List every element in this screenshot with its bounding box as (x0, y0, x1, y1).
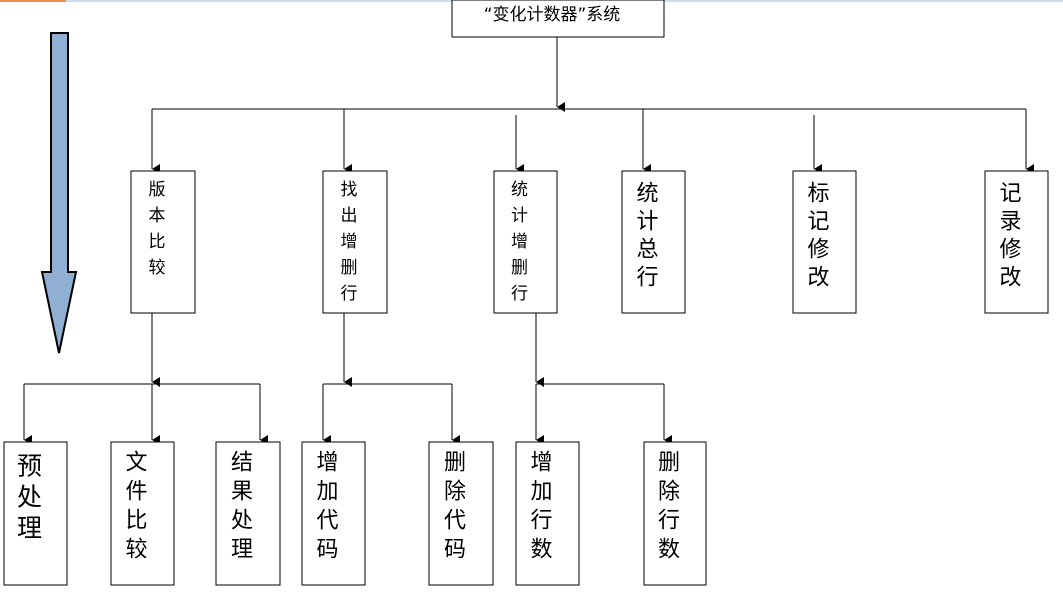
down-arrow-icon (40, 32, 78, 354)
module-node-m6-box (984, 170, 1049, 314)
submodule-node-s3: 结果处理 (215, 441, 281, 586)
submodule-node-s5-box (428, 441, 494, 586)
root-node-box (451, 0, 665, 38)
submodule-node-s3-box (215, 441, 281, 586)
module-node-m6: 记录修改 (984, 170, 1049, 314)
submodule-node-s7: 删除行数 (643, 441, 707, 586)
module-node-m1-box (130, 170, 196, 314)
submodule-node-s1-box (3, 441, 68, 586)
submodule-node-s2-label: 文件比较 (125, 451, 147, 563)
module-node-m4-label: 统计总行 (636, 182, 658, 291)
submodule-node-s6-label: 增加行数 (530, 451, 552, 563)
submodule-node-s4-label: 增加代码 (316, 451, 338, 563)
module-node-m1-label: 版本比较 (149, 180, 166, 278)
module-nodes: 版本比较 找出增删行 统计增删行 统计总行 标记修改 记录修改 (130, 170, 1049, 314)
submodule-node-s2: 文件比较 (110, 441, 175, 586)
root-node-label: “变化计数器”系统 (484, 5, 621, 25)
connector-lines (23, 37, 1034, 445)
submodule-node-s1-label: 预处理 (17, 452, 42, 543)
module-node-m4-box (621, 170, 686, 314)
root-node: “变化计数器”系统 (451, 0, 665, 38)
top-accent-bar (0, 0, 66, 2)
module-node-m3-box (493, 170, 558, 314)
submodule-node-s5-label: 删除代码 (444, 451, 466, 563)
module-node-m2: 找出增删行 (322, 170, 388, 314)
module-node-m4: 统计总行 (621, 170, 686, 314)
module-node-m2-label: 找出增删行 (341, 180, 358, 304)
submodule-node-s3-label: 结果处理 (231, 451, 253, 563)
module-node-m5-label: 标记修改 (807, 182, 829, 291)
submodule-node-s4: 增加代码 (301, 441, 366, 586)
submodule-node-s4-box (301, 441, 366, 586)
module-node-m1: 版本比较 (130, 170, 196, 314)
submodule-node-s1: 预处理 (3, 441, 68, 586)
submodule-node-s6-box (515, 441, 580, 586)
module-node-m2-box (322, 170, 388, 314)
submodule-node-s7-box (643, 441, 707, 586)
module-node-m6-label: 记录修改 (999, 182, 1021, 291)
submodule-nodes: 预处理 文件比较 结果处理 增加代码 删除代码 增加行数 删除行数 (3, 441, 707, 586)
submodule-node-s2-box (110, 441, 175, 586)
module-node-m3: 统计增删行 (493, 170, 558, 314)
module-node-m5: 标记修改 (792, 170, 857, 314)
submodule-node-s7-label: 删除行数 (658, 451, 680, 563)
submodule-node-s6: 增加行数 (515, 441, 580, 586)
module-node-m3-label: 统计增删行 (511, 180, 528, 304)
submodule-node-s5: 删除代码 (428, 441, 494, 586)
module-node-m5-box (792, 170, 857, 314)
